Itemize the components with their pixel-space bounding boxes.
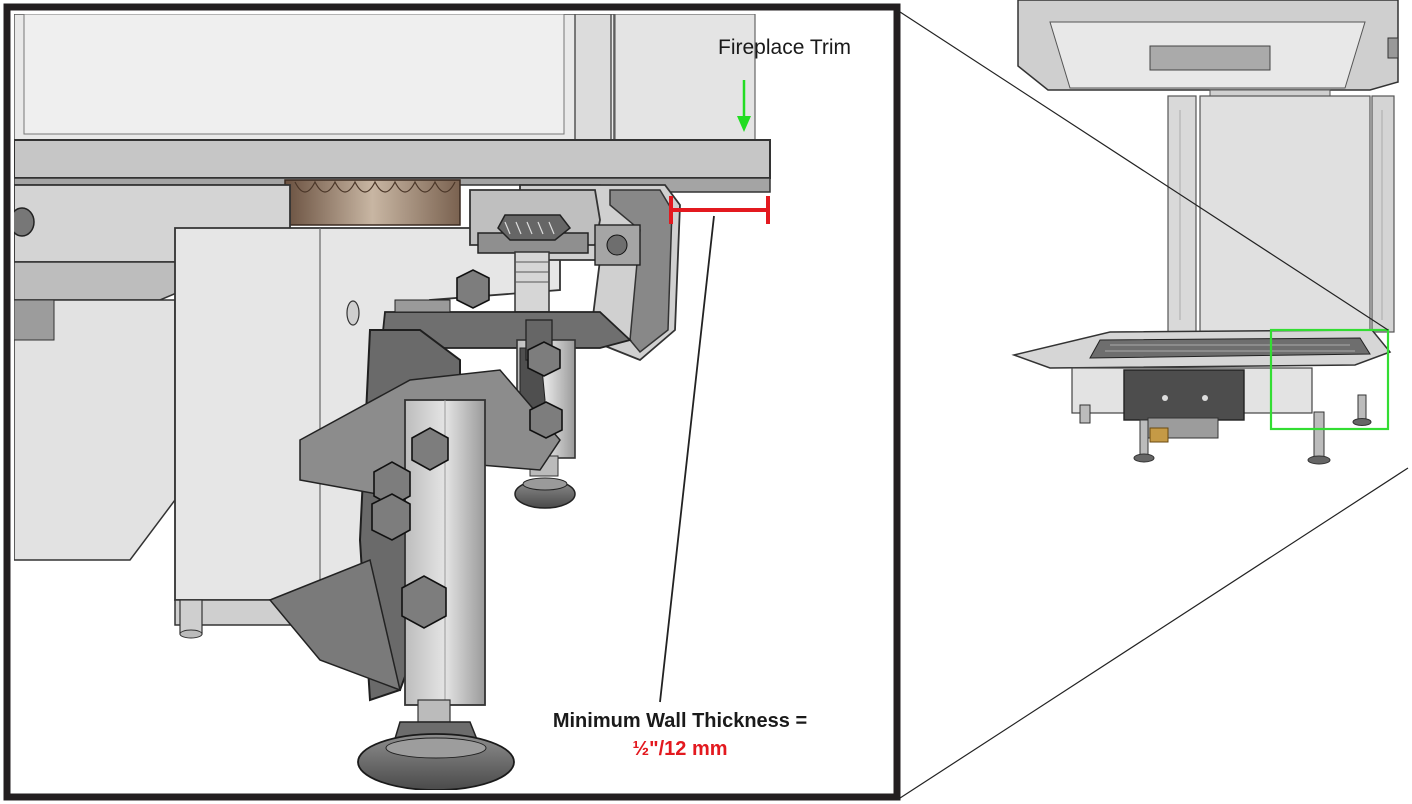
hex-bolts bbox=[371, 269, 563, 629]
detail-highlight-box bbox=[1269, 328, 1390, 431]
fireplace-trim-label: Fireplace Trim bbox=[718, 36, 852, 59]
minimum-wall-thickness-label: Minimum Wall Thickness = bbox=[552, 710, 808, 732]
measure-leader-line bbox=[659, 215, 715, 703]
detail-frame bbox=[3, 3, 901, 801]
detail-view bbox=[14, 14, 771, 790]
overview-fireplace bbox=[1011, 0, 1399, 465]
thickness-value-label: ½"/12 mm bbox=[632, 738, 728, 760]
wall-thickness-measure bbox=[669, 196, 770, 224]
zoom-projection-lines bbox=[896, 9, 1409, 801]
trim-arrow bbox=[737, 80, 751, 132]
